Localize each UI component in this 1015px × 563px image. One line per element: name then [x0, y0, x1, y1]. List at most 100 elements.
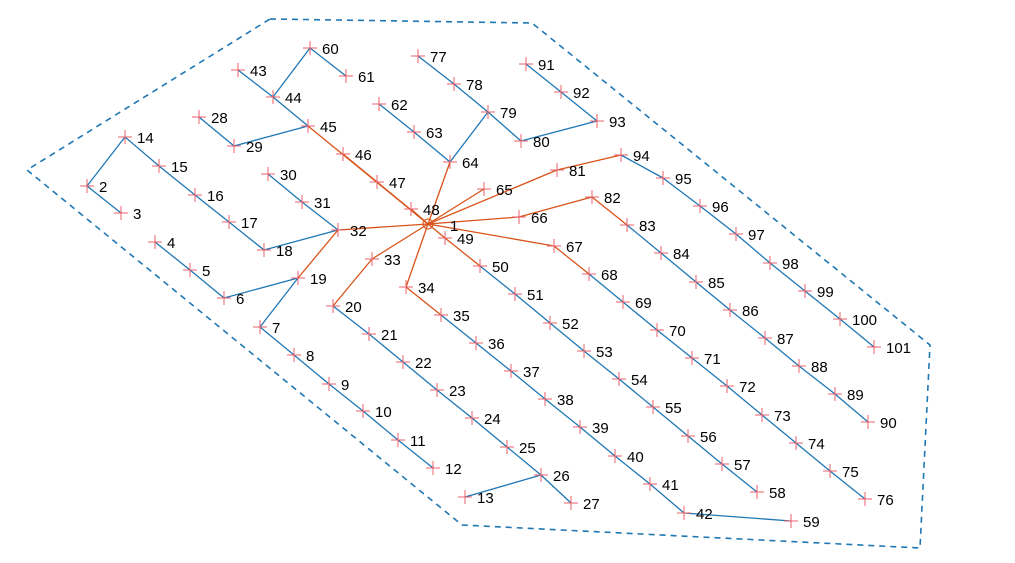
node-marker: [331, 223, 345, 237]
node-marker: [481, 105, 495, 119]
node-label: 13: [477, 490, 494, 507]
node-66: 66: [512, 210, 548, 227]
blue-edge-73-74: [761, 414, 797, 444]
blue-edge-63-64: [413, 131, 451, 163]
node-14: 14: [118, 130, 154, 147]
node-marker: [620, 218, 634, 232]
blue-edge-96-97: [699, 205, 737, 235]
node-5: 5: [183, 263, 210, 280]
blue-edge-44-60: [272, 47, 311, 98]
node-47: 47: [370, 175, 406, 192]
node-marker: [585, 190, 599, 204]
node-label: 87: [777, 331, 794, 348]
node-label: 33: [384, 252, 401, 269]
node-label: 90: [880, 415, 897, 432]
node-16: 16: [188, 188, 224, 205]
node-77: 77: [411, 49, 447, 66]
blue-edge-41-42: [649, 483, 685, 514]
node-67: 67: [547, 239, 583, 256]
node-60: 60: [303, 41, 339, 58]
node-74: 74: [789, 436, 825, 453]
node-marker: [729, 227, 743, 241]
blue-edge-92-93: [560, 91, 598, 122]
node-30: 30: [261, 167, 297, 184]
edge-layer: [86, 47, 875, 522]
blue-edge-79-80: [487, 111, 522, 142]
node-27: 27: [564, 496, 600, 513]
node-label: 39: [592, 420, 609, 437]
node-label: 97: [748, 227, 765, 244]
node-49: 49: [438, 231, 474, 248]
node-marker: [608, 449, 622, 463]
node-marker: [577, 344, 591, 358]
node-32: 32: [331, 223, 367, 240]
node-label: 91: [538, 57, 555, 74]
blue-edge-91-92: [525, 63, 562, 93]
node-marker: [867, 340, 881, 354]
node-marker: [656, 171, 670, 185]
node-label: 17: [241, 215, 258, 232]
node-label: 75: [842, 464, 859, 481]
node-label: 11: [410, 433, 426, 450]
node-93: 93: [590, 114, 626, 131]
node-23: 23: [430, 383, 466, 400]
node-11: 11: [391, 433, 426, 450]
blue-edge-89-90: [834, 393, 869, 423]
node-marker: [650, 323, 664, 337]
node-41: 41: [643, 477, 679, 494]
blue-edge-20-21: [332, 305, 370, 335]
node-label: 79: [500, 105, 517, 122]
orange-edge-82-83: [591, 196, 628, 226]
blue-edge-44-45: [272, 96, 309, 127]
node-label: 46: [355, 147, 372, 164]
node-marker: [861, 415, 875, 429]
node-label: 5: [202, 263, 210, 280]
hub-marker: [422, 218, 434, 230]
node-marker: [114, 206, 128, 220]
node-label: 16: [207, 188, 224, 205]
blue-edge-80-93: [520, 120, 598, 142]
node-label: 2: [99, 179, 107, 196]
node-75: 75: [823, 464, 859, 481]
node-marker: [590, 114, 604, 128]
node-8: 8: [287, 348, 314, 365]
node-73: 73: [755, 408, 791, 425]
node-marker: [720, 379, 734, 393]
node-86: 86: [723, 303, 759, 320]
node-marker: [257, 243, 271, 257]
blue-edge-100-101: [839, 318, 875, 348]
node-72: 72: [720, 379, 756, 396]
node-label: 48: [423, 202, 440, 219]
blue-edge-97-98: [735, 233, 771, 264]
node-label: 32: [350, 223, 367, 240]
node-95: 95: [656, 171, 692, 188]
node-29: 29: [227, 139, 263, 156]
node-38: 38: [538, 392, 574, 409]
blue-edge-37-38: [510, 370, 546, 400]
node-marker: [616, 295, 630, 309]
blue-edge-71-72: [691, 357, 728, 387]
node-6: 6: [217, 291, 244, 308]
blue-edge-38-39: [544, 398, 581, 428]
node-57: 57: [715, 457, 751, 474]
node-label: 95: [675, 171, 692, 188]
node-55: 55: [646, 400, 682, 417]
node-52: 52: [543, 316, 579, 333]
node-label: 20: [345, 299, 362, 316]
node-69: 69: [616, 295, 652, 312]
blue-edge-15-16: [158, 165, 196, 196]
orange-edge-1-32: [337, 223, 429, 231]
node-label: 100: [852, 312, 877, 329]
node-label: 10: [375, 404, 392, 421]
node-80: 80: [514, 134, 550, 151]
node-99: 99: [798, 284, 834, 301]
blue-edge-95-96: [662, 177, 701, 207]
blue-edge-26-27: [540, 474, 572, 504]
blue-edge-51-52: [514, 293, 551, 324]
node-label: 49: [457, 231, 474, 248]
node-marker: [301, 119, 315, 133]
node-48: 48: [404, 202, 440, 219]
node-marker: [612, 372, 626, 386]
region-boundary: [25, 18, 931, 549]
node-marker: [326, 299, 340, 313]
